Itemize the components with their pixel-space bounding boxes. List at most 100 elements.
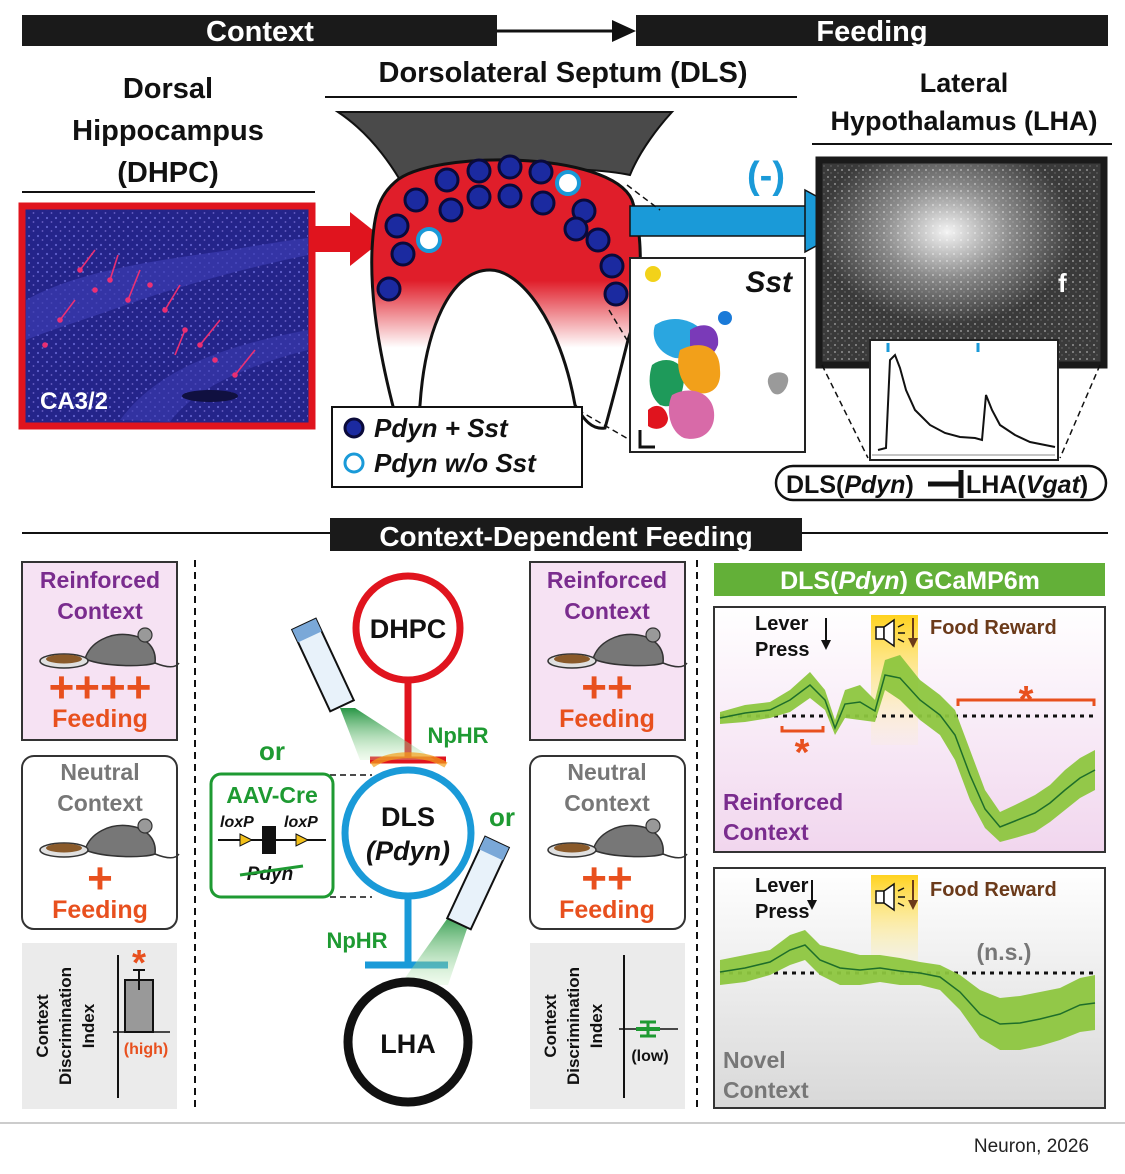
svg-text:Food Reward: Food Reward — [930, 617, 1057, 639]
svg-text:Feeding: Feeding — [559, 705, 655, 733]
right-column: Reinforced Context ++ Feeding Neutral Co… — [529, 561, 688, 1109]
svg-text:(n.s.): (n.s.) — [977, 939, 1032, 965]
legend-pdyn-sst-marker — [343, 417, 365, 439]
svg-text:*: * — [1019, 679, 1034, 721]
header: Context Feeding — [22, 15, 1108, 48]
svg-text:Reinforced: Reinforced — [40, 567, 160, 593]
svg-text:Press: Press — [755, 639, 810, 661]
speaker-icon — [875, 618, 905, 648]
svg-text:(low): (low) — [631, 1048, 668, 1065]
lha-title: Lateral Hypothalamus (LHA) — [830, 68, 1097, 136]
svg-text:*: * — [795, 732, 810, 774]
middle-circuit: DHPC NpHR DLS (Pdyn) NpHR LHA or or AAV-… — [209, 572, 515, 1107]
right-index-box — [530, 943, 685, 1109]
mouse-icon — [592, 627, 688, 668]
legend-pdyn-wo-sst: Pdyn w/o Sst — [374, 448, 537, 478]
svg-text:or: or — [259, 736, 285, 766]
pdyn-only-cell — [555, 170, 581, 196]
calcium-trace-inset — [869, 339, 1059, 461]
svg-text:*: * — [132, 942, 146, 983]
svg-text:loxP: loxP — [284, 814, 318, 831]
speaker-icon — [875, 882, 905, 912]
svg-text:Context: Context — [723, 1077, 809, 1103]
traces-title-bar — [714, 563, 1105, 596]
feeding-bar — [636, 15, 1108, 46]
svg-text:NpHR: NpHR — [326, 928, 387, 953]
food-dish-icon — [39, 653, 89, 669]
svg-text:Feeding: Feeding — [559, 896, 655, 924]
dls-neuron — [341, 766, 475, 900]
svg-text:Context: Context — [57, 790, 143, 816]
left-reinforced-plus: ++++ — [49, 663, 152, 712]
svg-text:Feeding: Feeding — [52, 705, 148, 733]
reinforced-trace-band — [720, 655, 1095, 842]
mouse-icon — [84, 818, 180, 859]
svg-text:(DHPC): (DHPC) — [117, 157, 219, 189]
legend-pdyn-sst: Pdyn + Sst — [374, 413, 509, 443]
svg-text:Reinforced: Reinforced — [547, 567, 667, 593]
svg-text:Hypothalamus (LHA): Hypothalamus (LHA) — [830, 106, 1097, 136]
circuit-label: DLS(Pdyn) LHA(Vgat) — [774, 464, 1108, 502]
cell-legend: Pdyn + Sst Pdyn w/o Sst — [331, 406, 583, 488]
svg-text:Lateral: Lateral — [920, 68, 1009, 98]
lha-micrograph: f — [815, 156, 1108, 369]
svg-text:(high): (high) — [124, 1041, 168, 1058]
novel-trace-mean — [719, 944, 1096, 1025]
svg-text:NpHR: NpHR — [427, 723, 488, 748]
svg-text:Context: Context — [723, 819, 809, 845]
food-dish-icon — [547, 842, 597, 858]
svg-text:DLS(Pdyn): DLS(Pdyn) — [786, 471, 914, 499]
lha-neuron — [343, 977, 473, 1107]
svg-text:Context: Context — [541, 994, 560, 1058]
legend-pdyn-only-marker — [343, 452, 365, 474]
svg-text:DLS: DLS — [381, 802, 435, 832]
lha-image-label: f — [1058, 268, 1067, 298]
pdyn-only-cell — [416, 227, 442, 253]
svg-text:Index: Index — [587, 1003, 606, 1048]
section2-title: Context-Dependent Feeding — [379, 521, 752, 552]
feeding-label: Feeding — [816, 16, 927, 48]
svg-text:Reinforced: Reinforced — [723, 789, 843, 815]
svg-text:Lever: Lever — [755, 875, 809, 897]
svg-text:Discrimination: Discrimination — [564, 967, 583, 1085]
svg-text:Discrimination: Discrimination — [56, 967, 75, 1085]
header-arrow-head — [612, 20, 636, 42]
svg-text:AAV-Cre: AAV-Cre — [226, 782, 318, 808]
mouse-icon — [592, 818, 688, 859]
light-beam-bottom — [400, 912, 470, 985]
food-dish-icon — [39, 842, 89, 858]
svg-text:Feeding: Feeding — [52, 896, 148, 924]
left-column: Reinforced Context ++++ Feeding Neutral … — [21, 561, 180, 1109]
pdyn-cells — [376, 154, 629, 307]
svg-text:Food Reward: Food Reward — [930, 879, 1057, 901]
svg-text:loxP: loxP — [220, 814, 254, 831]
dhpc-to-dls-arrow — [312, 212, 384, 266]
dhpc-micrograph: CA3/2 — [18, 202, 316, 430]
svg-text:Lever: Lever — [755, 613, 809, 635]
food-dish-icon — [547, 653, 597, 669]
section2-title-bg — [330, 518, 802, 551]
left-neutral-plus: + — [87, 854, 113, 903]
svg-text:DLS(Pdyn) GCaMP6m: DLS(Pdyn) GCaMP6m — [780, 567, 1040, 595]
ca-label: CA3/2 — [40, 388, 108, 415]
svg-text:LHA(Vgat): LHA(Vgat) — [966, 471, 1088, 499]
sst-umap-panel: Sst — [629, 257, 806, 453]
light-beam-top — [340, 708, 435, 760]
svg-text:Context: Context — [33, 994, 52, 1058]
trace-panels: DLS(Pdyn) GCaMP6m Lever Press Food Rewar… — [713, 563, 1106, 1109]
sst-label: Sst — [745, 266, 794, 299]
mouse-icon — [76, 627, 180, 668]
inhibition-sign: (-) — [747, 155, 785, 197]
right-neutral-plus: ++ — [581, 854, 632, 903]
dls-schematic — [334, 111, 675, 430]
svg-text:Neutral: Neutral — [567, 759, 646, 785]
novel-trace-band — [720, 930, 1095, 1050]
svg-text:Index: Index — [79, 1003, 98, 1048]
svg-text:Hippocampus: Hippocampus — [72, 115, 264, 147]
svg-text:or: or — [489, 802, 515, 832]
svg-text:Context: Context — [564, 598, 650, 624]
svg-text:Dorsal: Dorsal — [123, 73, 213, 105]
svg-text:Neutral: Neutral — [60, 759, 139, 785]
svg-text:Press: Press — [755, 901, 810, 923]
